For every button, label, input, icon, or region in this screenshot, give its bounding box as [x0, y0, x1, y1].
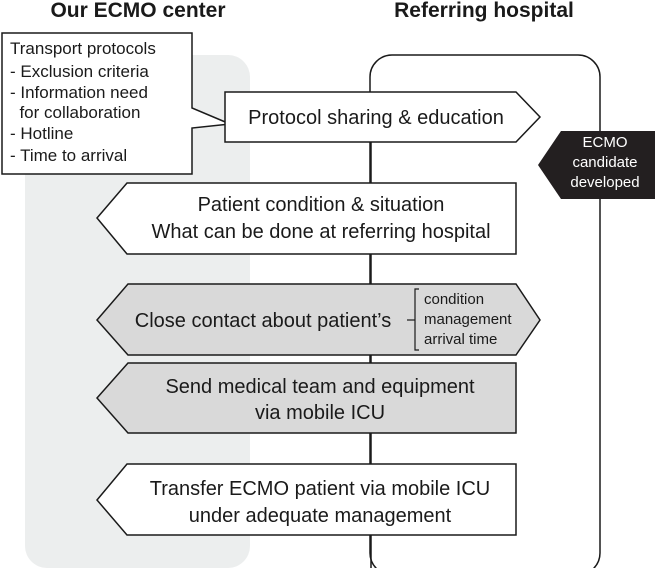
- step-label: via mobile ICU: [255, 402, 385, 424]
- header-referring-hospital: Referring hospital: [394, 0, 574, 22]
- step-close-contact: Close contact about patient’s condition …: [96, 283, 541, 356]
- callout-item: - Time to arrival: [10, 146, 127, 165]
- transport-protocols-callout: Transport protocols - Exclusion criteria…: [1, 32, 231, 175]
- bracket: [414, 288, 419, 351]
- contact-item: management: [424, 311, 512, 328]
- arrow-double-shape: [96, 283, 541, 356]
- arrow-right-shape: [224, 91, 542, 143]
- arrow-left-shape: [96, 463, 517, 536]
- step-protocol-sharing: Protocol sharing & education: [224, 91, 542, 143]
- step-patient-condition: Patient condition & situation What can b…: [96, 182, 517, 255]
- callout-item: - Hotline: [10, 124, 73, 143]
- step-label: Patient condition & situation: [198, 194, 445, 216]
- badge-shape: [538, 131, 655, 199]
- callout-item: for collaboration: [10, 103, 140, 122]
- header-ecmo-center: Our ECMO center: [50, 0, 225, 22]
- badge-line: ECMO: [583, 134, 628, 151]
- callout-item: - Information need: [10, 83, 148, 102]
- contact-item: condition: [424, 291, 484, 308]
- step-label: Protocol sharing & education: [248, 107, 504, 129]
- callout-item: - Exclusion criteria: [10, 62, 149, 81]
- badge-line: candidate: [572, 154, 637, 171]
- step-send-team: Send medical team and equipment via mobi…: [95, 362, 517, 434]
- ecmo-candidate-badge: ECMO candidate developed: [538, 131, 655, 199]
- step-transfer-patient: Transfer ECMO patient via mobile ICU und…: [96, 463, 517, 536]
- arrow-left-shape: [95, 362, 517, 434]
- badge-line: developed: [570, 174, 639, 191]
- step-label: What can be done at referring hospital: [151, 221, 490, 243]
- contact-item: arrival time: [424, 331, 497, 348]
- arrow-left-shape: [96, 182, 517, 255]
- step-label: Transfer ECMO patient via mobile ICU: [150, 478, 490, 500]
- step-label: Send medical team and equipment: [165, 376, 475, 398]
- callout-box: [1, 32, 231, 175]
- step-label: under adequate management: [189, 505, 452, 527]
- step-label: Close contact about patient’s: [135, 310, 391, 332]
- callout-title: Transport protocols: [10, 39, 156, 58]
